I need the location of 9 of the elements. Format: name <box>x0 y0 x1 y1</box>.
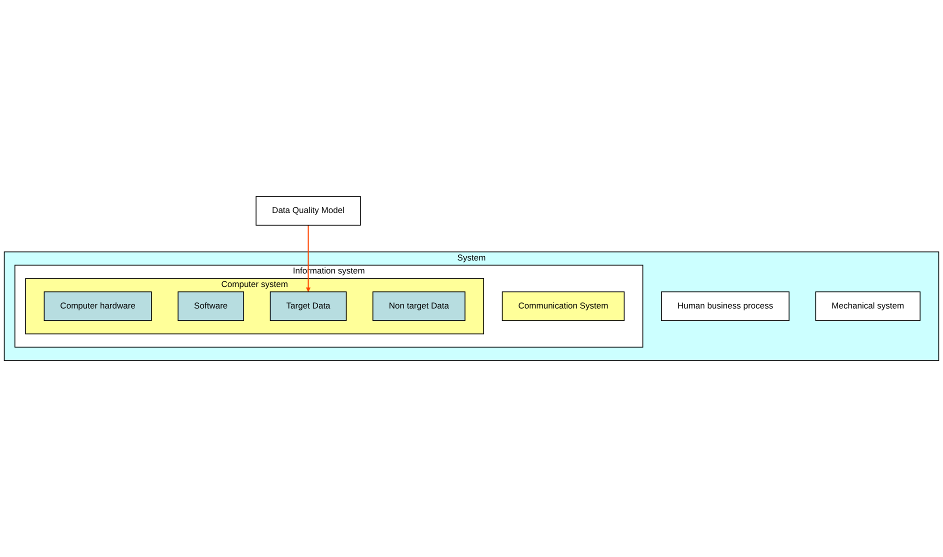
node-box: Computer hardware <box>44 291 152 321</box>
node-box: Communication System <box>502 291 625 321</box>
node-box: Mechanical system <box>815 291 920 321</box>
node-box: Human business process <box>661 291 790 321</box>
node-box: Software <box>178 291 244 321</box>
node-box: Non target Data <box>372 291 466 321</box>
node-box: Data Quality Model <box>256 196 361 226</box>
arrow <box>306 225 311 292</box>
node-box: Target Data <box>270 291 347 321</box>
